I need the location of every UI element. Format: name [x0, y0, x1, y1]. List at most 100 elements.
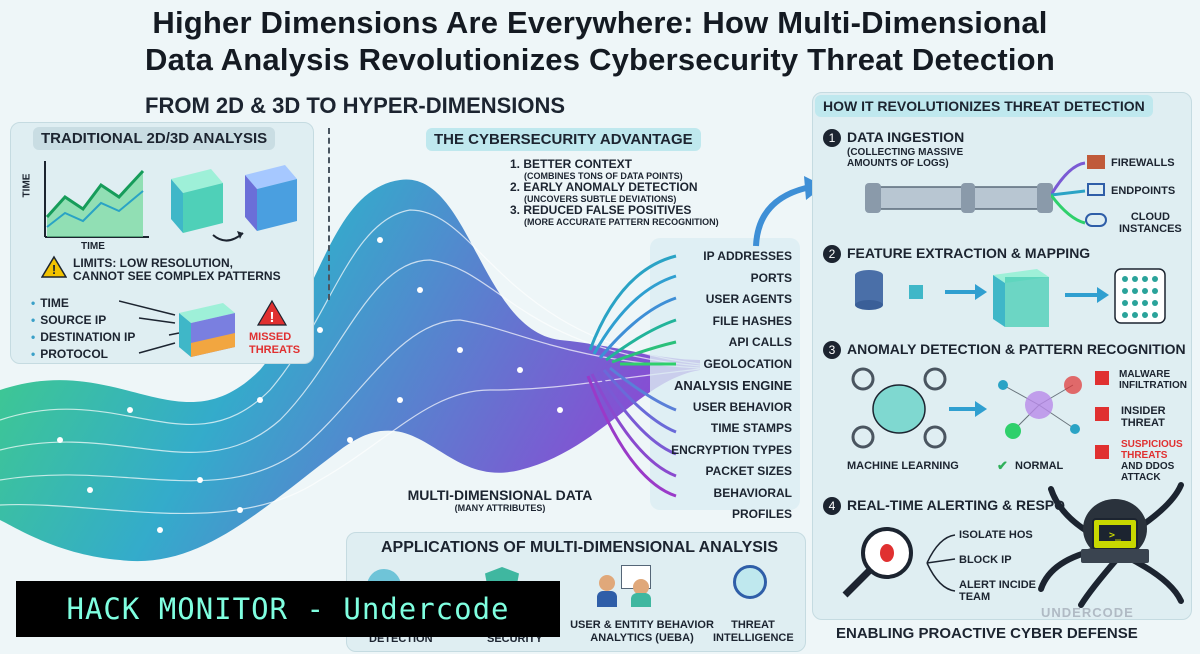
advantage-heading: THE CYBERSECURITY ADVANTAGE [426, 128, 701, 151]
step-1-sub: (COLLECTING MASSIVE AMOUNTS OF LOGS) [847, 147, 963, 169]
field-item: SOURCE IP [31, 312, 135, 329]
cloud-icon [1085, 213, 1107, 227]
dimension-item: ENCRYPTION TYPES [671, 442, 792, 457]
field-item: TIME [31, 295, 135, 312]
step-3: 3 ANOMALY DETECTION & PATTERN RECOGNITION [823, 341, 1186, 359]
ml-label: MACHINE LEARNING [847, 460, 959, 472]
missed-line-2: THREATS [249, 344, 301, 356]
action-item-alert: ALERT INCIDE TEAM [959, 579, 1036, 603]
limits-line-1: LIMITS: LOW RESOLUTION, [73, 256, 233, 270]
application-item: THREAT INTELLIGENCE [713, 619, 794, 645]
svg-text:!: ! [270, 309, 275, 326]
advantage-list: 1. BETTER CONTEXT (COMBINES TONS OF DATA… [510, 157, 719, 228]
banner-text: HACK MONITOR - Undercode [66, 592, 510, 626]
action-item: TEAM [959, 591, 991, 603]
dimension-item: FILE HASHES [712, 313, 792, 328]
ueba-icon [597, 565, 651, 607]
multi-sub: (MANY ATTRIBUTES) [454, 503, 546, 513]
threat-line: MALWARE [1119, 369, 1171, 380]
threat-insider: INSIDER THREAT [1121, 405, 1166, 429]
malware-flag-icon [1095, 371, 1109, 385]
field-list: TIME SOURCE IP DESTINATION IP PROTOCOL [31, 295, 135, 363]
step-number: 4 [823, 497, 841, 515]
globe-icon [733, 565, 767, 599]
step-number: 1 [823, 129, 841, 147]
threat-malware: MALWARE INFILTRATION [1119, 369, 1187, 391]
application-line: ANALYTICS (UEBA) [590, 632, 694, 644]
traditional-heading: TRADITIONAL 2D/3D ANALYSIS [33, 127, 276, 150]
advantage-item-sub: (UNCOVERS SUBTLE DEVIATIONS) [524, 194, 677, 204]
application-line: INTELLIGENCE [713, 632, 794, 644]
y-axis-label: TIME [21, 173, 33, 198]
dimension-item: USER AGENTS [705, 292, 792, 306]
undercode-logo: UNDERCODE [1041, 605, 1134, 620]
threat-line: INSIDER [1121, 405, 1166, 417]
step-number: 2 [823, 245, 841, 263]
advantage-item-sub: (COMBINES TONS OF DATA POINTS) [524, 171, 683, 181]
threat-suspicious: SUSPICIOUS THREATS AND DDOS ATTACK [1121, 439, 1183, 483]
left-heading: FROM 2D & 3D TO HYPER-DIMENSIONS [145, 93, 566, 118]
applications-heading: APPLICATIONS OF MULTI-DIMENSIONAL ANALYS… [381, 539, 779, 556]
hack-monitor-banner: HACK MONITOR - Undercode [16, 581, 560, 637]
threat-line: THREAT [1121, 417, 1165, 429]
source-label: ENDPOINTS [1111, 185, 1176, 197]
missed-threat-icon: ! [257, 299, 287, 326]
limits-text: LIMITS: LOW RESOLUTION, CANNOT SEE COMPL… [73, 257, 281, 283]
title-line-2: Data Analysis Revolutionizes Cybersecuri… [145, 42, 1055, 77]
dimension-arrows [586, 254, 677, 498]
page-title: Higher Dimensions Are Everywhere: How Mu… [0, 4, 1200, 78]
field-arrows [119, 300, 235, 357]
step-number: 3 [823, 341, 841, 359]
right-heading: HOW IT REVOLUTIONIZES THREAT DETECTION [815, 95, 1153, 117]
svg-text:!: ! [52, 262, 56, 277]
insider-flag-icon [1095, 407, 1109, 421]
source-label: INSTANCES [1119, 223, 1182, 235]
dimensions-box [650, 238, 800, 510]
application-line: THREAT [731, 619, 775, 631]
threat-line: AND DDOS [1121, 461, 1175, 472]
step-title: REAL-TIME ALERTING & RESPO [847, 497, 1066, 513]
data-ribbon [0, 179, 701, 562]
source-lines [1051, 161, 1086, 225]
dimension-item: PORTS [750, 270, 792, 285]
action-item: BLOCK IP [959, 554, 1012, 566]
advantage-item-title: 2. EARLY ANOMALY DETECTION [510, 180, 698, 194]
advantage-item-title: 3. REDUCED FALSE POSITIVES [510, 203, 692, 217]
endpoint-icon [1087, 183, 1105, 196]
x-axis-label: TIME [81, 241, 105, 252]
step-1-sub-line: (COLLECTING MASSIVE [847, 147, 964, 158]
step-title: ANOMALY DETECTION & PATTERN RECOGNITION [847, 341, 1186, 357]
divider [328, 128, 330, 300]
step-1-sub-line: AMOUNTS OF LOGS) [847, 158, 949, 169]
missed-threats-label: MISSED THREATS [249, 331, 300, 357]
step-4: 4 REAL-TIME ALERTING & RESPO [823, 497, 1065, 515]
dimension-item: GEOLOCATION [703, 356, 792, 371]
limits-line-2: CANNOT SEE COMPLEX PATTERNS [73, 269, 281, 283]
dimension-item: TIME STAMPS [710, 421, 792, 435]
threat-line: ATTACK [1121, 472, 1161, 483]
anomaly-diagram [851, 367, 1082, 449]
check-icon: ✔ [997, 458, 1008, 473]
action-arrows [926, 534, 956, 592]
advantage-item-title: 1. BETTER CONTEXT [510, 157, 633, 171]
suspicious-flag-icon [1095, 445, 1109, 459]
data-pipe-icon [865, 183, 1053, 213]
dimension-item: BEHAVIORAL PROFILES [713, 485, 792, 522]
field-item: DESTINATION IP [31, 329, 135, 346]
dimension-item: PACKET SIZES [705, 464, 792, 478]
threat-line: THREATS [1121, 450, 1168, 461]
action-item: ISOLATE HOS [959, 529, 1033, 541]
octopus-hacker-icon: >_ [1038, 482, 1184, 608]
magnifier-bug-icon [842, 527, 913, 598]
missed-line-1: MISSED [249, 331, 292, 343]
source-label: FIREWALLS [1111, 157, 1175, 169]
feature-mapping-diagram [855, 268, 1166, 327]
multi-title: MULTI-DIMENSIONAL DATA [407, 487, 593, 503]
dimension-item: API CALLS [728, 335, 792, 349]
step-title: FEATURE EXTRACTION & MAPPING [847, 245, 1091, 261]
step-title: DATA INGESTION [847, 129, 965, 145]
advantage-item-sub: (MORE ACCURATE PATTERN RECOGNITION) [524, 217, 719, 227]
step-1: 1 DATA INGESTION [823, 129, 964, 147]
step-2: 2 FEATURE EXTRACTION & MAPPING [823, 245, 1090, 263]
firewall-icon [1087, 155, 1105, 169]
